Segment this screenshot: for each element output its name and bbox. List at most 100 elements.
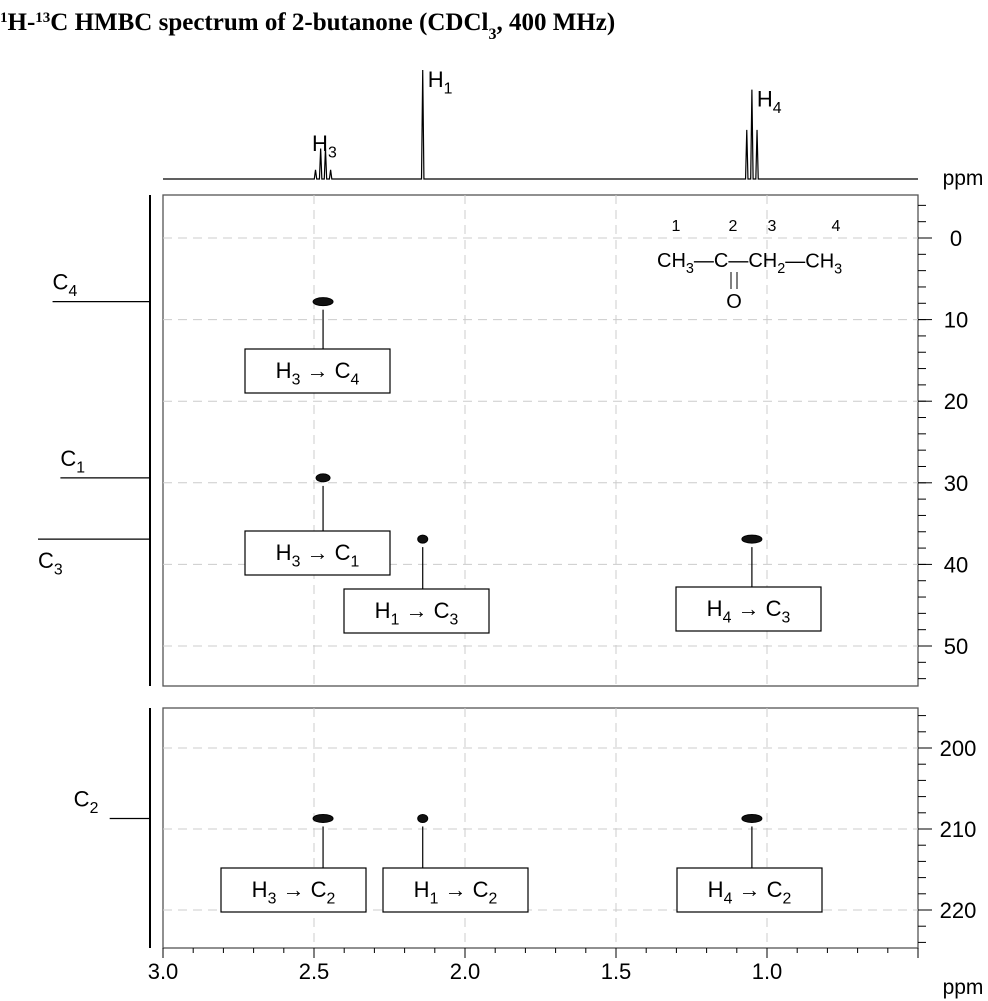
subscript: 3 <box>54 562 63 579</box>
text-part: 1.5 <box>601 959 632 984</box>
y-axis-label: ppm <box>943 167 984 190</box>
text-part: C <box>74 786 90 811</box>
cross-peak-label-box <box>220 867 367 913</box>
cross-peak-label: H4 → C2 <box>708 877 792 908</box>
y-tick-label: 20 <box>944 389 968 414</box>
text-part: 2.5 <box>299 959 330 984</box>
subscript: 4 <box>723 610 732 627</box>
subscript: 3 <box>834 261 842 277</box>
subscript: 2 <box>489 891 498 908</box>
cross-peak-label: H3 → C2 <box>252 877 336 908</box>
cross-peak <box>417 534 429 544</box>
upper-panel-frame <box>162 194 919 687</box>
text-part: 2.0 <box>450 959 481 984</box>
subscript: 1 <box>76 460 85 477</box>
text-part: 200 <box>940 736 977 761</box>
title-part: 13 <box>35 10 50 26</box>
title-part: C HMBC spectrum of 2-butanone (CDCl <box>50 9 488 36</box>
text-part: H <box>375 598 391 623</box>
cross-peak-label: H4 → C3 <box>707 596 791 627</box>
structure-formula: CH3—C—CH2—CH3 <box>657 250 842 277</box>
carbon-peak-label: C1 <box>60 446 85 477</box>
subscript: 3 <box>292 554 301 571</box>
text-part: H <box>252 877 268 902</box>
subscript: 4 <box>724 891 733 908</box>
text-part: — <box>728 250 748 272</box>
y-tick-label: 30 <box>944 471 968 496</box>
text-part: C <box>767 877 783 902</box>
cross-peak-label-box <box>244 530 391 576</box>
text-part: 1.0 <box>752 959 783 984</box>
y-tick-label: 10 <box>944 308 968 333</box>
text-part: C <box>335 540 351 565</box>
text-part: C <box>311 877 327 902</box>
text-part: CH <box>657 250 686 272</box>
cross-peak-label-box <box>343 588 490 634</box>
text-part: H <box>428 67 444 92</box>
subscript: 2 <box>90 800 99 817</box>
text-part: C <box>335 358 351 383</box>
structure-oxygen: O <box>726 291 742 313</box>
cross-peak-label-box <box>676 867 823 913</box>
x-axis-label: ppm <box>943 976 984 999</box>
text-part: H <box>414 877 430 902</box>
subscript: 2 <box>777 261 785 277</box>
proton-peak-label: H3 <box>312 131 337 162</box>
subscript: 1 <box>430 891 439 908</box>
subscript: 3 <box>328 144 337 161</box>
text-part: O <box>726 291 742 313</box>
y-tick-label: 40 <box>944 552 968 577</box>
cross-peak <box>312 297 334 307</box>
y-tick-label: 200 <box>940 736 977 761</box>
cross-peak-label-box <box>244 348 391 394</box>
text-part: → <box>731 596 765 621</box>
subscript: 3 <box>450 612 459 629</box>
text-part: ppm <box>943 976 984 999</box>
x-tick-label: 3.0 <box>148 959 179 984</box>
carbon-peak-label: C3 <box>38 548 63 579</box>
subscript: 4 <box>351 372 360 389</box>
y-tick-label: 0 <box>950 226 962 251</box>
text-part: 4 <box>832 218 841 235</box>
subscript: 3 <box>268 891 277 908</box>
text-part: — <box>785 250 805 272</box>
subscript: 4 <box>773 100 782 117</box>
text-part: CH <box>805 250 834 272</box>
text-part: H <box>708 877 724 902</box>
text-part: → <box>276 877 310 902</box>
carbon-number: 3 <box>768 218 777 235</box>
text-part: → <box>438 877 472 902</box>
carbon-peak-label: C2 <box>74 786 99 817</box>
subscript: 2 <box>327 891 336 908</box>
text-part: 3 <box>768 218 777 235</box>
text-part: → <box>300 358 334 383</box>
text-part: 20 <box>944 389 968 414</box>
text-part: C <box>53 270 69 295</box>
text-part: C <box>714 250 728 272</box>
text-part: ppm <box>943 167 984 190</box>
y-tick-label: 220 <box>940 898 977 923</box>
cross-peak-label-box <box>382 867 529 913</box>
carbon-number: 2 <box>729 218 738 235</box>
text-part: 1 <box>672 218 681 235</box>
text-part: 0 <box>950 226 962 251</box>
text-part: — <box>694 250 714 272</box>
text-part: C <box>473 877 489 902</box>
text-part: C <box>434 598 450 623</box>
cross-peak <box>741 813 763 823</box>
cross-peak <box>312 813 334 823</box>
text-part: → <box>399 598 433 623</box>
text-part: 3.0 <box>148 959 179 984</box>
subscript: 3 <box>782 610 791 627</box>
text-part: CH <box>748 250 777 272</box>
text-part: H <box>707 596 723 621</box>
proton-peak-label: H1 <box>428 67 453 98</box>
subscript: 2 <box>783 891 792 908</box>
lower-panel-frame <box>162 707 919 949</box>
subscript: 3 <box>686 261 694 277</box>
title-part: H- <box>8 9 36 36</box>
subscript: 1 <box>444 81 453 98</box>
text-part: H <box>276 358 292 383</box>
